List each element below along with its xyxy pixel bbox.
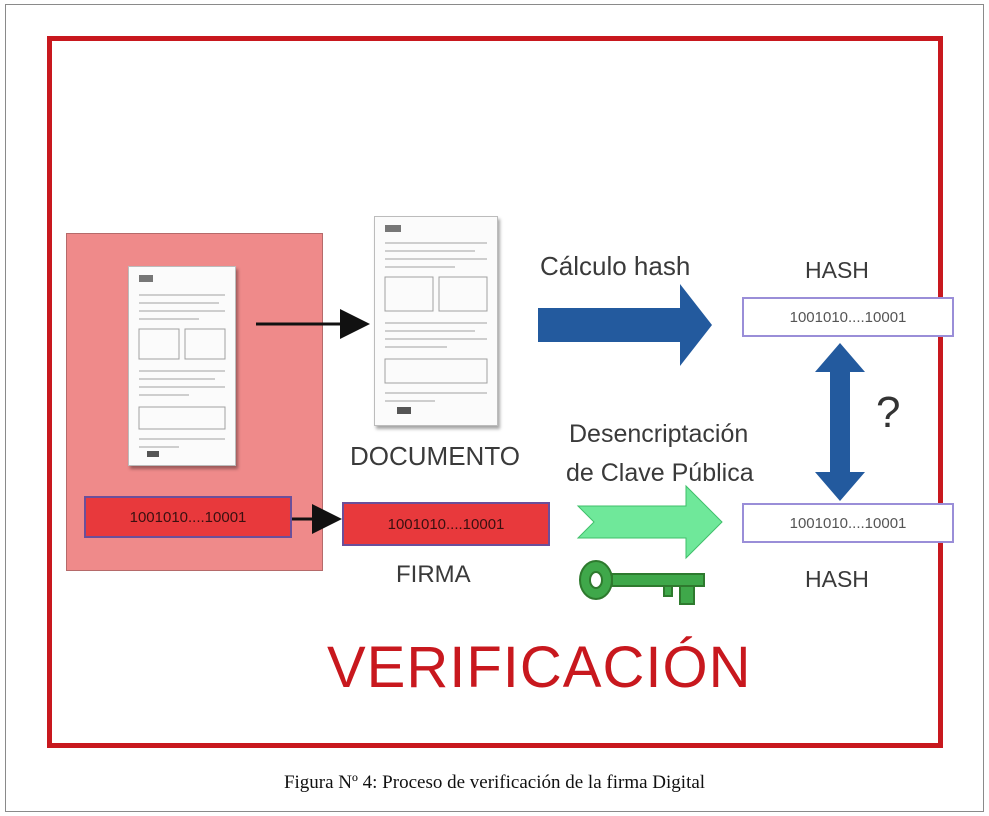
desencriptacion-label-line2: de Clave Pública xyxy=(566,459,754,487)
hash-bottom-box: 1001010....10001 xyxy=(742,503,954,543)
signed-bits-box: 1001010....10001 xyxy=(84,496,292,538)
desencriptacion-label-line1: Desencriptación xyxy=(569,420,749,448)
question-mark: ? xyxy=(876,388,901,437)
verificacion-title: VERIFICACIÓN xyxy=(327,635,752,700)
hash-top-label: HASH xyxy=(805,257,869,283)
hash-calculation-arrow xyxy=(538,284,712,366)
double-arrow-icon xyxy=(815,343,865,501)
calculo-hash-label: Cálculo hash xyxy=(540,251,691,281)
decryption-arrow xyxy=(576,484,723,560)
key-icon xyxy=(579,560,705,605)
hash-bottom-label: HASH xyxy=(805,566,869,592)
document-icon xyxy=(374,216,498,426)
firma-bits-box: 1001010....10001 xyxy=(342,502,550,546)
firma-label: FIRMA xyxy=(396,561,471,588)
documento-label: DOCUMENTO xyxy=(350,441,520,471)
hash-top-box: 1001010....10001 xyxy=(742,297,954,337)
figure-caption: Figura Nº 4: Proceso de verificación de … xyxy=(283,772,706,793)
document-icon xyxy=(128,266,236,466)
